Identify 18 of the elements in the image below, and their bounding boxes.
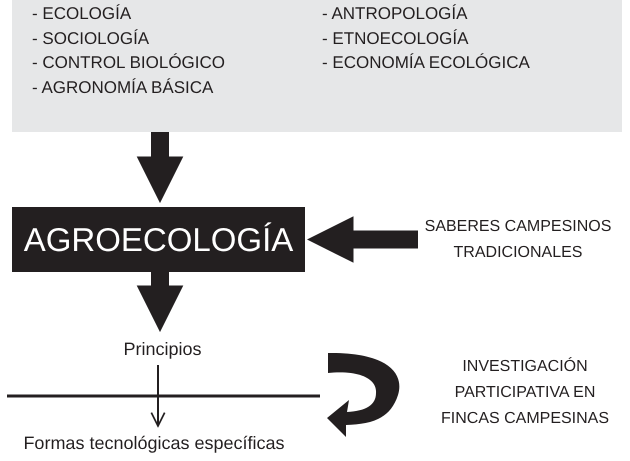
title-text: AGROECOLOGÍA xyxy=(24,220,294,258)
discipline-item: - AGRONOMÍA BÁSICA xyxy=(32,78,214,98)
discipline-item: - SOCIOLOGÍA xyxy=(32,28,150,48)
discipline-item: - ECOLOGÍA xyxy=(32,4,132,24)
discipline-item: - ECONOMÍA ECOLÓGICA xyxy=(322,53,530,73)
node-label: INVESTIGACIÓN PARTICIPATIVA EN FINCAS CAMPESINAS xyxy=(440,356,610,429)
arrow xyxy=(136,132,184,204)
title-box xyxy=(12,207,305,272)
discipline-item: - CONTROL BIOLÓGICO xyxy=(32,53,226,73)
discipline-item: - ETNOECOLOGÍA xyxy=(322,28,468,48)
arrow xyxy=(136,272,184,332)
node-label: SABERES CAMPESINOS TRADICIONALES xyxy=(424,217,612,263)
arrow xyxy=(150,365,166,427)
discipline-item: - ANTROPOLOGÍA xyxy=(322,4,468,24)
arrow xyxy=(306,216,418,263)
node-label: Formas tecnológicas específicas xyxy=(23,432,285,454)
discipline-panel xyxy=(12,0,622,132)
node-label: Principios xyxy=(123,338,202,360)
